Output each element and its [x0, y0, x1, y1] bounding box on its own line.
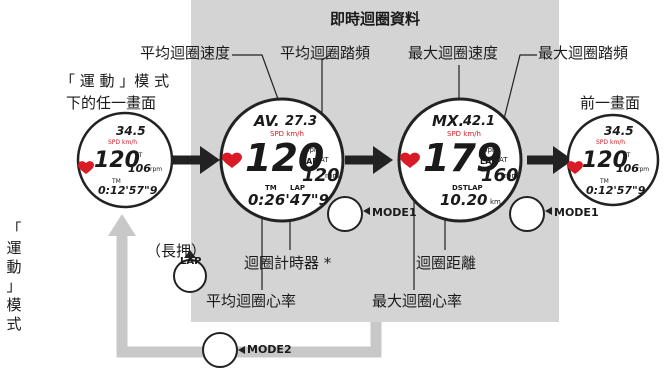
max-distance: 10.20 — [440, 191, 488, 209]
heart-icon — [78, 161, 94, 174]
label-lap-timer: 迴圈計時器 * — [244, 254, 332, 272]
source-label-line2: 下的任一畫面 — [66, 94, 157, 112]
sport-cadence: 106 — [128, 162, 151, 175]
mode2-button[interactable] — [202, 332, 238, 368]
max-bpm: bpm — [483, 146, 499, 154]
prev-screen-label: 前一畫面 — [580, 94, 641, 112]
max-cadence-unit: rpm — [504, 172, 519, 180]
mode1-button-a[interactable] — [327, 196, 363, 232]
avg-time: 0:26'47"9 — [248, 191, 330, 209]
mode1-b-triangle-icon — [545, 207, 552, 215]
avg-speed-unit: SPD km/h — [270, 130, 304, 138]
watch-prev — [566, 113, 660, 207]
max-lap: LAP — [480, 157, 498, 166]
avg-bpm: bpm — [305, 146, 321, 154]
lap-triangle-icon — [184, 250, 196, 258]
label-max-lap-speed: 最大迴圈速度 — [408, 44, 499, 62]
arrow-max-to-prev-head — [553, 146, 573, 174]
prev-cadence: 106 — [616, 162, 639, 175]
prev-cadence-unit: rpm — [637, 166, 650, 173]
max-speed-unit: SPD km/h — [447, 130, 481, 138]
watch-sport — [76, 111, 174, 209]
avg-cadence-unit: rpm — [325, 172, 340, 180]
label-avg-lap-speed: 平均迴圈速度 — [140, 44, 231, 62]
return-loop-arrow — [116, 232, 382, 358]
mode1-label-a[interactable]: MODE1 — [372, 206, 417, 219]
lap-button-label[interactable]: LAP — [180, 256, 202, 267]
max-hr: 179 — [423, 136, 503, 180]
heart-icon — [400, 152, 420, 168]
sport-cadence-unit: rpm — [150, 166, 163, 173]
avg-lap: LAP — [301, 157, 319, 166]
label-avg-lap-hr: 平均迴圈心率 — [206, 292, 297, 310]
sport-hr: 120 — [94, 148, 140, 173]
label-max-lap-hr: 最大迴圈心率 — [372, 292, 463, 310]
avg-tm-lap: LAP — [290, 184, 306, 192]
lap-button-circle[interactable] — [173, 259, 207, 293]
watch-max — [397, 97, 523, 223]
return-loop-arrowhead — [108, 214, 136, 236]
heart-icon — [222, 152, 242, 168]
mode2-triangle-icon — [238, 346, 245, 354]
avg-prefix: AV. — [254, 112, 280, 130]
mode2-label[interactable]: MODE2 — [247, 343, 292, 356]
sport-top-value: 34.5 — [116, 124, 146, 138]
diagram-title: 即時迴圈資料 — [330, 10, 421, 28]
arrow-avg-to-max-head — [373, 146, 393, 174]
label-avg-lap-cadence: 平均迴圈踏頻 — [280, 44, 371, 62]
sport-tm: TM — [112, 178, 121, 185]
max-at: AT — [499, 156, 508, 164]
mode1-button-b[interactable] — [509, 196, 545, 232]
max-dist-unit: km — [490, 198, 501, 206]
side-mode-label: 「運動」模式 — [6, 220, 22, 333]
watch-avg — [219, 97, 345, 223]
max-top-value: 42.1 — [463, 114, 496, 129]
sport-speed-unit: SPD km/h — [108, 139, 138, 146]
sport-time: 0:12'57"9 — [98, 184, 158, 197]
heart-icon — [567, 161, 583, 174]
sport-at: AT — [135, 152, 143, 159]
prev-hr: 120 — [582, 148, 628, 173]
avg-tm: TM — [265, 184, 277, 192]
hold-label: （長押） — [146, 242, 207, 260]
prev-tm: TM — [600, 178, 609, 185]
avg-cadence: 120 — [302, 165, 340, 186]
source-label-line1: 「 運 動 」模 式 — [60, 72, 170, 90]
avg-at: AT — [320, 156, 329, 164]
avg-top-value: 27.3 — [285, 114, 318, 129]
prev-time: 0:12'57"9 — [586, 184, 646, 197]
max-cadence: 160 — [481, 165, 519, 186]
prev-at: AT — [623, 152, 631, 159]
mode1-a-triangle-icon — [363, 207, 370, 215]
max-prefix: MX. — [432, 112, 465, 130]
prev-speed-unit: SPD km/h — [596, 139, 626, 146]
label-lap-distance: 迴圈距離 — [416, 254, 477, 272]
max-dst: DSTLAP — [452, 184, 483, 192]
label-max-lap-cadence: 最大迴圈踏頻 — [538, 44, 629, 62]
arrow-sport-to-avg-head — [200, 146, 220, 174]
avg-hr: 120 — [245, 136, 325, 180]
mode1-label-b[interactable]: MODE1 — [554, 206, 599, 219]
prev-top-value: 34.5 — [604, 124, 634, 138]
